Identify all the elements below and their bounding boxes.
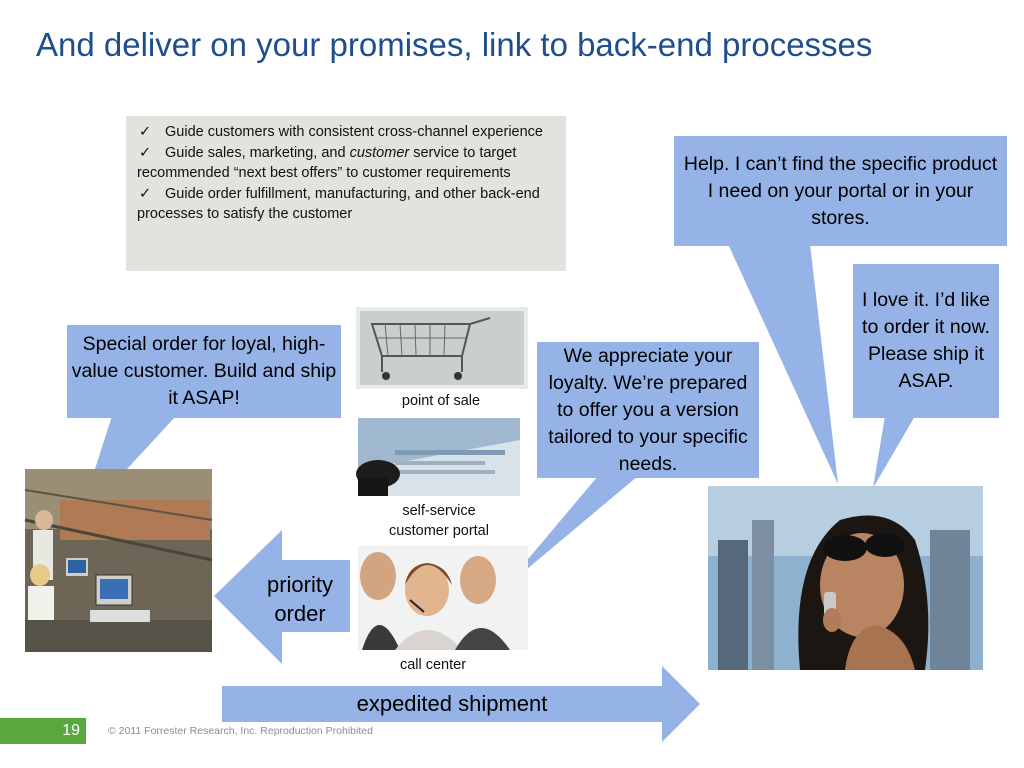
portal-screen-photo [356,418,520,496]
footer-page-tab [0,718,86,744]
bullet-text: Guide sales, marketing, and [165,144,350,161]
woman-on-phone-photo [708,486,983,670]
portal-caption-line: customer portal [389,523,489,539]
slide-title: And deliver on your promises, link to ba… [36,26,873,63]
bubble-text: Help. I can’t find the specific product … [683,152,998,229]
call-center-offer-bubble: We appreciate your loyalty. We’re prepar… [537,342,759,478]
checkmark-icon: ✓ [139,185,152,202]
bullet-text: service to target recommended “next best… [137,144,517,182]
portal-caption: self-service customer portal [358,501,520,541]
copyright-notice: © 2011 Forrester Research, Inc. Reproduc… [108,725,373,737]
call-center-photo [358,546,528,650]
love-bubble-tail [873,416,915,488]
appreciate-bubble-tail [502,476,638,590]
help-bubble-tail [728,244,838,484]
expedited-shipment-label: expedited shipment [356,691,548,716]
checkmark-icon: ✓ [139,144,152,161]
customer-help-bubble: Help. I can’t find the specific product … [674,136,1007,246]
bubble-text: We appreciate your loyalty. We’re prepar… [548,344,748,475]
priority-order-label: priority order [254,570,346,628]
shopping-cart-photo [356,307,528,389]
factory-photo [24,469,213,652]
key-points-box: ✓ Guide customers with consistent cross-c… [126,116,566,271]
arrow-label-line: priority [266,572,333,597]
portal-caption-line: self-service [402,503,476,519]
expedited-shipment-arrow [222,666,700,742]
special-order-bubble: Special order for loyal, high-value cust… [67,325,341,418]
call-center-caption: call center [399,657,467,673]
bullet-item: ✓ Guide customers with consistent cross-c… [137,122,556,143]
page-number: 19 [62,722,80,739]
checkmark-icon: ✓ [139,124,152,140]
bullet-text: Guide customers with consistent cross-ch… [165,124,543,140]
arrow-label-line: order [274,601,326,626]
bubble-text: Special order for loyal, high-value cust… [71,333,337,409]
bullet-emphasis: customer [349,144,410,161]
priority-order-arrow [214,530,350,664]
bullet-item: ✓ Guide sales, marketing, and customer se… [137,143,556,184]
bubble-text: I love it. I’d like to order it now. Ple… [862,289,990,392]
customer-order-bubble: I love it. I’d like to order it now. Ple… [853,264,999,418]
bullet-item: ✓Guide order fulfillment, manufacturing,… [137,184,556,225]
bullet-text: Guide order fulfillment, manufacturing, … [137,185,540,223]
point-of-sale-caption: point of sale [401,393,481,409]
